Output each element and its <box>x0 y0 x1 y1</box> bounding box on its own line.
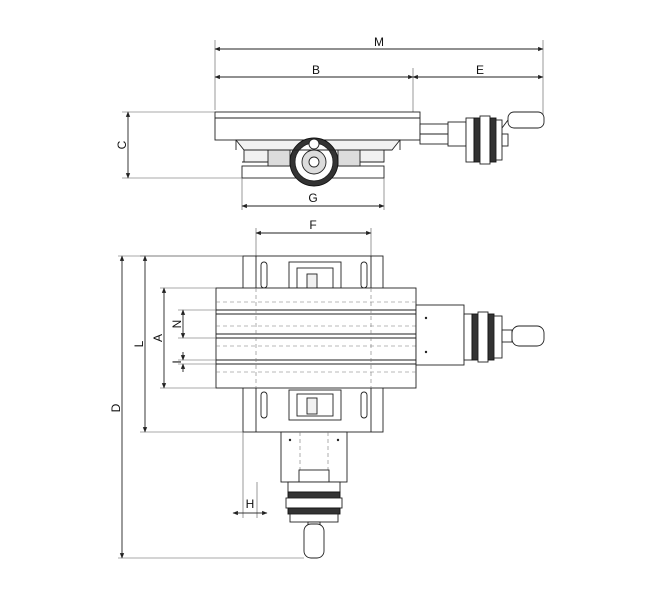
handle-plan-y[interactable] <box>303 523 325 559</box>
dim-label-l: L <box>132 340 146 347</box>
feed-housing-x <box>415 304 465 366</box>
handwheel-plan-y[interactable] <box>287 481 341 493</box>
handwheel-side-x[interactable] <box>465 117 475 163</box>
dim-label-a: A <box>151 334 165 342</box>
dim-label-m: M <box>374 35 384 49</box>
table-top-side <box>214 111 421 141</box>
side-view-dimensions: M B E C G <box>115 35 544 209</box>
dim-label-e: E <box>476 63 484 77</box>
dim-label-b: B <box>312 63 320 77</box>
handle-side-x[interactable] <box>507 111 545 129</box>
handwheel-plan-x[interactable] <box>463 313 473 361</box>
dim-label-d: D <box>109 403 123 412</box>
dim-label-i: I <box>170 360 184 363</box>
side-view <box>122 40 545 210</box>
plan-view-dimensions: F D L A N I H <box>109 218 372 559</box>
handle-plan-x[interactable] <box>511 325 545 347</box>
dim-label-g: G <box>308 191 317 205</box>
dim-label-f: F <box>309 218 316 232</box>
dim-label-c: C <box>115 140 129 149</box>
handle-knob-front[interactable] <box>308 138 320 150</box>
dim-label-n: N <box>170 320 184 329</box>
dim-label-h: H <box>246 497 255 511</box>
plan-view <box>118 228 545 559</box>
